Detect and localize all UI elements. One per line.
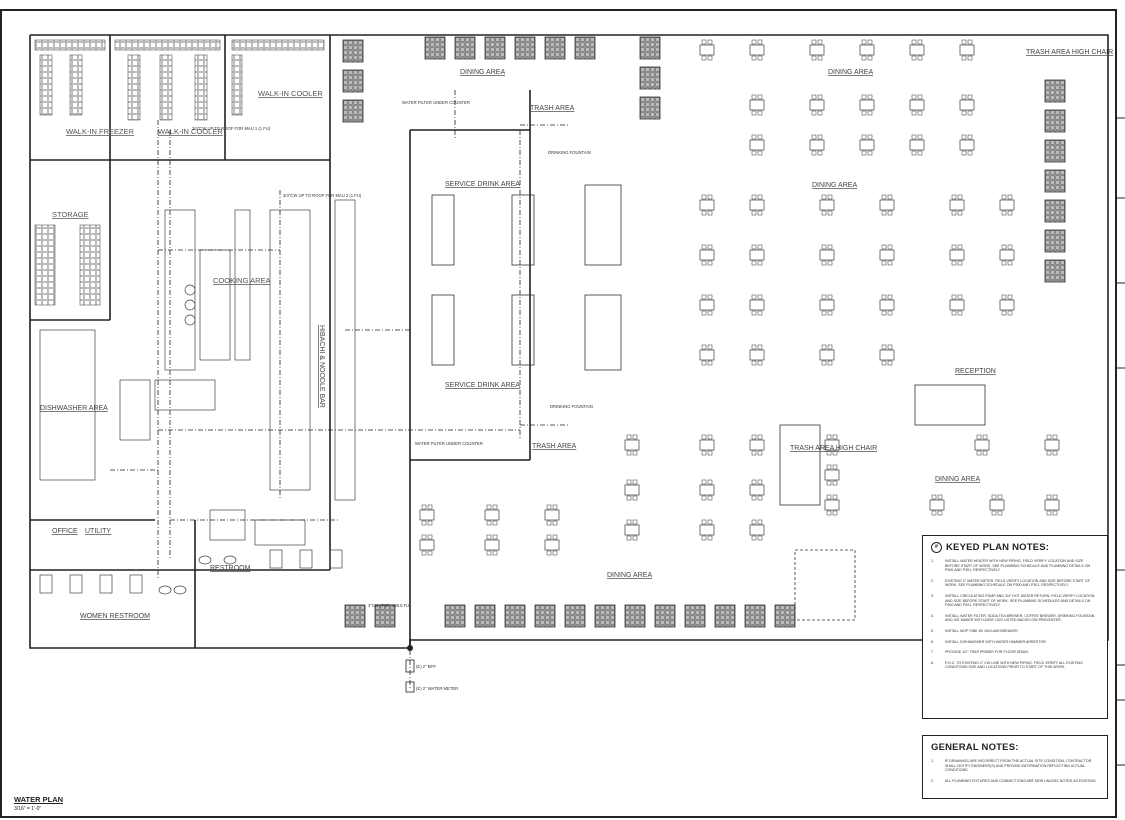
general-notes-title: GENERAL NOTES: <box>931 742 1019 753</box>
plumbing-piping <box>110 90 570 690</box>
note-item: 7. PROVIDE 1/2" TRAP PRIMER FOR FLOOR DRA… <box>931 650 1099 655</box>
room-trash-area-1: TRASH AREA <box>530 105 575 112</box>
room-women-restroom: WOMEN RESTROOM <box>80 613 150 620</box>
note-number: 4. <box>931 613 934 618</box>
callout-mau-2: 3/4"CW UP TO ROOF FOR MAU 2 (1 FU) <box>283 193 362 198</box>
room-dining-area-3: DINING AREA <box>812 182 857 189</box>
room-walk-in-cooler-1: WALK-IN COOLER <box>158 127 223 136</box>
callout-mau-1: 3/4"CW UP TO ROOF FOR MAU 1 (1 FU) <box>192 126 271 131</box>
callout-water-meter: (E) 2" WATER METER <box>416 686 458 691</box>
note-item: 6. INSTALL DISHWASHER WITH WATER HAMMER A… <box>931 640 1099 645</box>
plan-scale: 3/16" = 1'-0" <box>14 806 42 812</box>
note-number: 5. <box>931 628 934 633</box>
water-service-entry <box>405 645 415 693</box>
note-number: 8. <box>931 660 934 665</box>
note-item: 8. P.O.C. TO EXISTING 2" CW LINE WITH NEW… <box>931 661 1099 670</box>
note-text: EXISTING 2" WATER METER. FIELD VERIFY LO… <box>945 578 1090 588</box>
room-dining-area-4: DINING AREA <box>935 476 980 483</box>
room-dishwasher-area: DISHWASHER AREA <box>40 405 108 412</box>
room-reception: RECEPTION <box>955 368 996 375</box>
note-item: 1. INSTALL WATER HEATER WITH NEW PIPING. … <box>931 559 1099 573</box>
keyed-note-symbol-icon: # <box>931 542 942 553</box>
note-text: INSTALL WATER HEATER WITH NEW PIPING. FI… <box>945 559 1091 573</box>
room-walk-in-cooler-2: WALK-IN COOLER <box>258 89 323 98</box>
note-text: INSTALL WATER FILTER, SODA TEA BREWER, C… <box>945 613 1095 623</box>
note-number: 7. <box>931 650 934 655</box>
note-item: 5. INSTALL MOP SINK W/ VACUUM BREAKER. <box>931 629 1099 634</box>
room-cooking-area: COOKING AREA <box>213 276 271 285</box>
callout-drinking-fountain-1: DRINKING FOUNTAIN <box>548 150 591 155</box>
note-number: 6. <box>931 639 934 644</box>
room-utility: UTILITY <box>85 528 111 535</box>
note-item: 1. IF DRAWINGS ARE INCORRECT FROM THE ACT… <box>931 759 1099 773</box>
room-trash-area-high-chair-2: TRASH AREA HIGH CHAIR <box>790 445 877 452</box>
general-notes-list: 1. IF DRAWINGS ARE INCORRECT FROM THE ACT… <box>931 759 1099 783</box>
room-walk-in-freezer: WALK-IN FREEZER <box>66 127 135 136</box>
note-number: 2. <box>931 778 934 783</box>
room-trash-area-high-chair-1: TRASH AREA HIGH CHAIR <box>1026 49 1113 56</box>
room-service-drink-area-1: SERVICE DRINK AREA <box>445 181 520 188</box>
note-item: 3. INSTALL CIRCULATING PUMP AND 3/4" HOT … <box>931 594 1099 608</box>
title-block <box>1115 10 1125 817</box>
callout-water-filter-2: WATER FILTER UNDER COUNTER <box>415 441 483 446</box>
room-trash-area-2: TRASH AREA <box>532 443 577 450</box>
note-text: INSTALL CIRCULATING PUMP AND 3/4" HOT WA… <box>945 593 1095 608</box>
room-dining-area-2: DINING AREA <box>828 69 873 76</box>
callout-backflow-preventer: (E) 2" BFP <box>416 664 436 669</box>
note-text: INSTALL DISHWASHER WITH WATER HAMMER ARR… <box>945 639 1047 644</box>
note-number: 3. <box>931 593 934 598</box>
note-item: 2. EXISTING 2" WATER METER. FIELD VERIFY … <box>931 579 1099 588</box>
keyed-plan-notes: # KEYED PLAN NOTES: 1. INSTALL WATER HEAT… <box>922 535 1108 719</box>
room-men-restroom: RESTROOM <box>210 565 251 572</box>
note-item: 2. ALL PLUMBING FIXTURES AND CONNECTIONS … <box>931 779 1099 784</box>
room-dining-area-5: DINING AREA <box>607 572 652 579</box>
callout-water-filter-1: WATER FILTER UNDER COUNTER <box>402 100 470 105</box>
callout-cw-3in: 3"CW (TOF: 168.5 FU) <box>368 603 411 608</box>
general-notes: GENERAL NOTES: 1. IF DRAWINGS ARE INCORRE… <box>922 735 1108 799</box>
room-dining-area-1: DINING AREA <box>460 69 505 76</box>
restroom-fixtures <box>39 549 343 595</box>
room-storage: STORAGE <box>52 210 89 219</box>
keyed-notes-title: KEYED PLAN NOTES: <box>946 542 1050 553</box>
kitchen-equipment <box>39 199 356 546</box>
note-text: ALL PLUMBING FIXTURES AND CONNECTIONS AR… <box>945 778 1097 783</box>
note-number: 1. <box>931 759 934 763</box>
room-office: OFFICE <box>52 528 78 535</box>
note-number: 2. <box>931 578 934 583</box>
callout-drinking-fountain-2: DRINKING FOUNTAIN <box>550 404 593 409</box>
note-text: INSTALL MOP SINK W/ VACUUM BREAKER. <box>945 628 1019 633</box>
plan-title: WATER PLAN <box>14 795 64 804</box>
note-text: IF DRAWINGS ARE INCORRECT FROM THE ACTUA… <box>945 759 1092 773</box>
note-item: 4. INSTALL WATER FILTER, SODA TEA BREWER,… <box>931 614 1099 623</box>
room-service-drink-area-2: SERVICE DRINK AREA <box>445 382 520 389</box>
note-number: 1. <box>931 559 934 563</box>
storage-racks <box>34 39 325 306</box>
service-counters <box>431 184 986 621</box>
note-text: PROVIDE 1/2" TRAP PRIMER FOR FLOOR DRAIN… <box>945 650 1030 655</box>
keyed-notes-list: 1. INSTALL WATER HEATER WITH NEW PIPING. … <box>931 559 1099 670</box>
note-text: P.O.C. TO EXISTING 2" CW LINE WITH NEW P… <box>945 660 1083 670</box>
room-hibachi-bar: HIBACHI & NOODLE BAR <box>318 325 325 408</box>
